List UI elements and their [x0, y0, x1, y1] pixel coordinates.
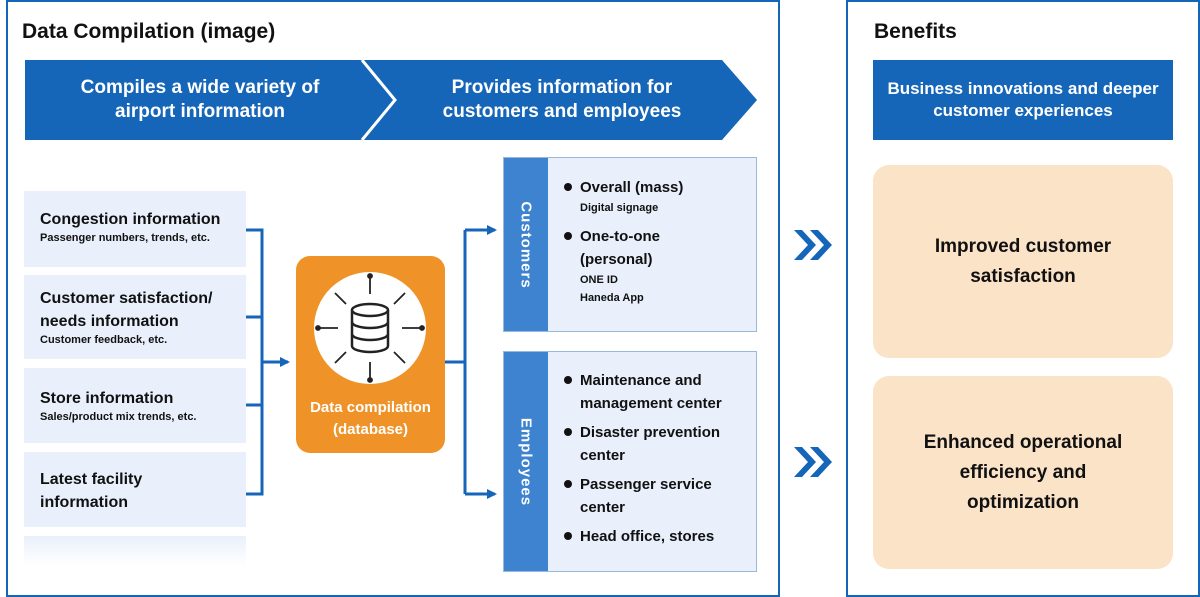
benefits-title: Benefits	[874, 20, 957, 43]
banner-compiles: Compiles a wide variety of airport infor…	[80, 77, 320, 122]
banner-chevron-2	[362, 60, 757, 140]
database-label-line2: (database)	[332, 421, 409, 438]
source-store: Store information Sales/product mix tren…	[24, 368, 246, 443]
item-main: Overall (mass)	[580, 179, 684, 196]
item-main: One-to-one (personal)	[580, 228, 660, 268]
customers-items: Overall (mass) Digital signage One-to-on…	[562, 176, 750, 307]
source-title: Congestion information	[40, 211, 221, 228]
banner-chevrons	[25, 59, 757, 141]
customers-item: One-to-one (personal) ONE ID Haneda App	[562, 225, 750, 307]
source-customer-satisfaction: Customer satisfaction/ needs information…	[24, 275, 246, 359]
source-title: Customer satisfaction/ needs information	[40, 290, 213, 330]
double-chevron-icon	[794, 230, 832, 260]
employees-item: Disaster prevention center	[562, 421, 750, 467]
source-subtitle: Passenger numbers, trends, etc.	[40, 232, 210, 244]
item-sub-2: Haneda App	[580, 292, 644, 304]
item-main: Head office, stores	[580, 528, 715, 545]
item-main: Disaster prevention center	[580, 424, 721, 464]
customers-side-label: Customers	[504, 158, 548, 331]
source-title: Latest facility information	[40, 471, 143, 511]
banner-provides: Provides information for customers and e…	[442, 77, 682, 122]
item-main: Passenger service center	[580, 476, 712, 516]
customers-label: Customers	[517, 200, 535, 289]
database-label-line1: Data compilation	[310, 399, 431, 416]
source-title: Store information	[40, 390, 174, 407]
source-fade	[24, 536, 246, 566]
employees-item: Head office, stores	[562, 525, 750, 548]
employees-item: Passenger service center	[562, 473, 750, 519]
customers-item: Overall (mass) Digital signage	[562, 176, 750, 217]
banner-chevron-1	[25, 60, 395, 140]
connector-lines	[246, 225, 497, 499]
employees-side-label: Employees	[504, 352, 548, 571]
employees-items: Maintenance and management center Disast…	[562, 369, 750, 548]
customers-box: Customers Overall (mass) Digital signage…	[503, 157, 757, 332]
database-icon	[314, 272, 426, 384]
benefits-header: Business innovations and deeper customer…	[873, 60, 1173, 140]
database-box: Data compilation (database)	[296, 256, 445, 453]
employees-item: Maintenance and management center	[562, 369, 750, 415]
source-subtitle: Customer feedback, etc.	[40, 334, 168, 346]
item-sub: Digital signage	[580, 202, 659, 214]
employees-label: Employees	[517, 417, 535, 506]
source-facility: Latest facility information	[24, 452, 246, 527]
benefit-operational-efficiency: Enhanced operational efficiency and opti…	[873, 376, 1173, 569]
employees-box: Employees Maintenance and management cen…	[503, 351, 757, 572]
double-chevron-icon	[794, 447, 832, 477]
banner-divider	[360, 59, 397, 141]
source-subtitle: Sales/product mix trends, etc.	[40, 411, 197, 423]
data-compilation-title: Data Compilation (image)	[22, 20, 276, 43]
database-label: Data compilation (database)	[296, 397, 445, 441]
item-sub: ONE ID	[580, 274, 618, 286]
benefit-customer-satisfaction: Improved customer satisfaction	[873, 165, 1173, 358]
item-main: Maintenance and management center	[580, 372, 722, 412]
source-congestion: Congestion information Passenger numbers…	[24, 191, 246, 267]
